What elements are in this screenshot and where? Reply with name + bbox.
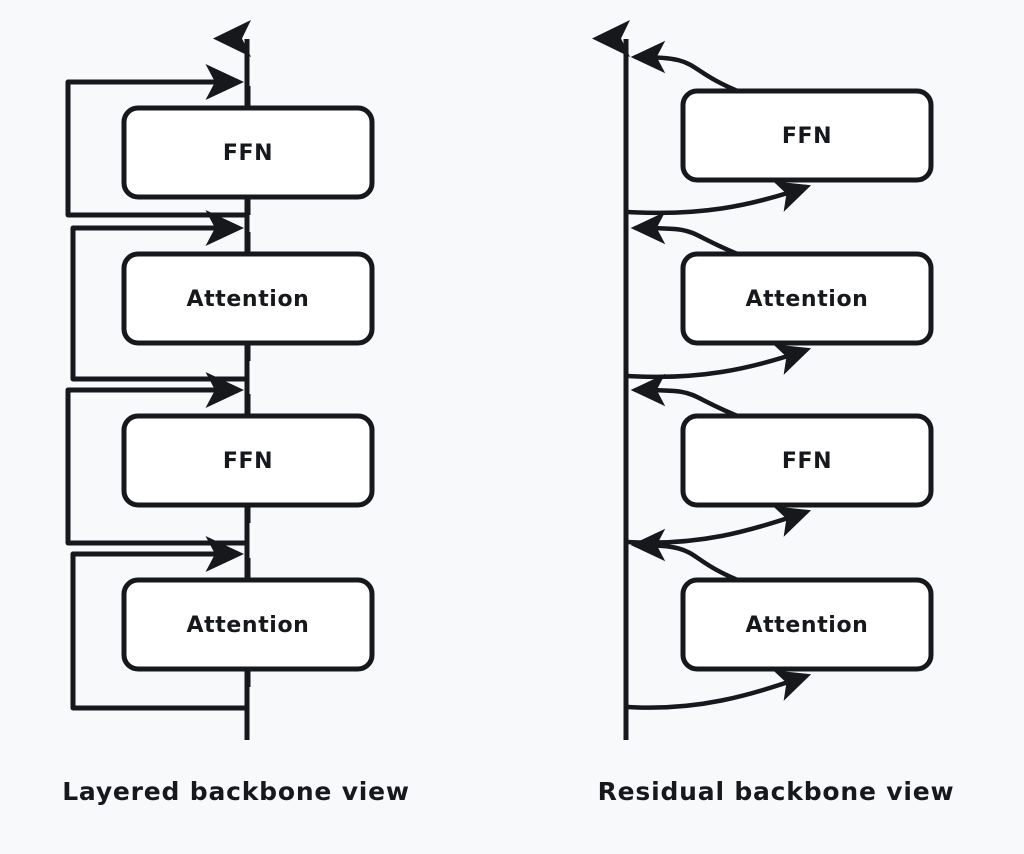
block-outline bbox=[680, 251, 934, 346]
write-to-stream-arrow bbox=[630, 373, 748, 422]
write-to-stream-arrow bbox=[630, 528, 748, 586]
block-label: FFN bbox=[223, 141, 273, 166]
caption-layered: Layered backbone view bbox=[62, 777, 410, 806]
block-label: Attention bbox=[187, 287, 310, 312]
block-label: FFN bbox=[782, 449, 832, 474]
block-ffn-2[interactable]: FFN bbox=[680, 413, 934, 508]
residual-skip-rail bbox=[70, 209, 247, 382]
block-attention-1[interactable]: Attention bbox=[121, 251, 375, 346]
residual-skip-rail bbox=[70, 535, 247, 711]
block-attention-3[interactable]: Attention bbox=[680, 577, 934, 672]
block-ffn-2[interactable]: FFN bbox=[121, 413, 375, 508]
block-outline bbox=[680, 577, 934, 672]
block-ffn-0[interactable]: FFN bbox=[121, 105, 375, 200]
read-from-stream-arrow bbox=[625, 181, 812, 216]
block-ffn-0[interactable]: FFN bbox=[680, 88, 934, 183]
block-outline bbox=[680, 413, 934, 508]
block-label: FFN bbox=[782, 124, 832, 149]
block-outline bbox=[121, 105, 375, 200]
read-from-stream-arrow bbox=[625, 506, 812, 545]
block-outline bbox=[121, 413, 375, 508]
block-label: Attention bbox=[187, 613, 310, 638]
block-outline bbox=[680, 88, 934, 183]
residual-skip-rail bbox=[65, 371, 247, 546]
residual-skip-rail bbox=[65, 63, 247, 218]
block-label: Attention bbox=[746, 287, 869, 312]
block-attention-1[interactable]: Attention bbox=[680, 251, 934, 346]
block-label: Attention bbox=[746, 613, 869, 638]
block-attention-3[interactable]: Attention bbox=[121, 577, 375, 672]
read-from-stream-arrow bbox=[625, 344, 812, 380]
write-to-stream-arrow bbox=[630, 211, 748, 260]
read-from-stream-arrow bbox=[625, 670, 812, 710]
block-label: FFN bbox=[223, 449, 273, 474]
write-to-stream-arrow bbox=[630, 40, 748, 97]
block-outline bbox=[121, 251, 375, 346]
caption-residual: Residual backbone view bbox=[598, 777, 955, 806]
block-outline bbox=[121, 577, 375, 672]
